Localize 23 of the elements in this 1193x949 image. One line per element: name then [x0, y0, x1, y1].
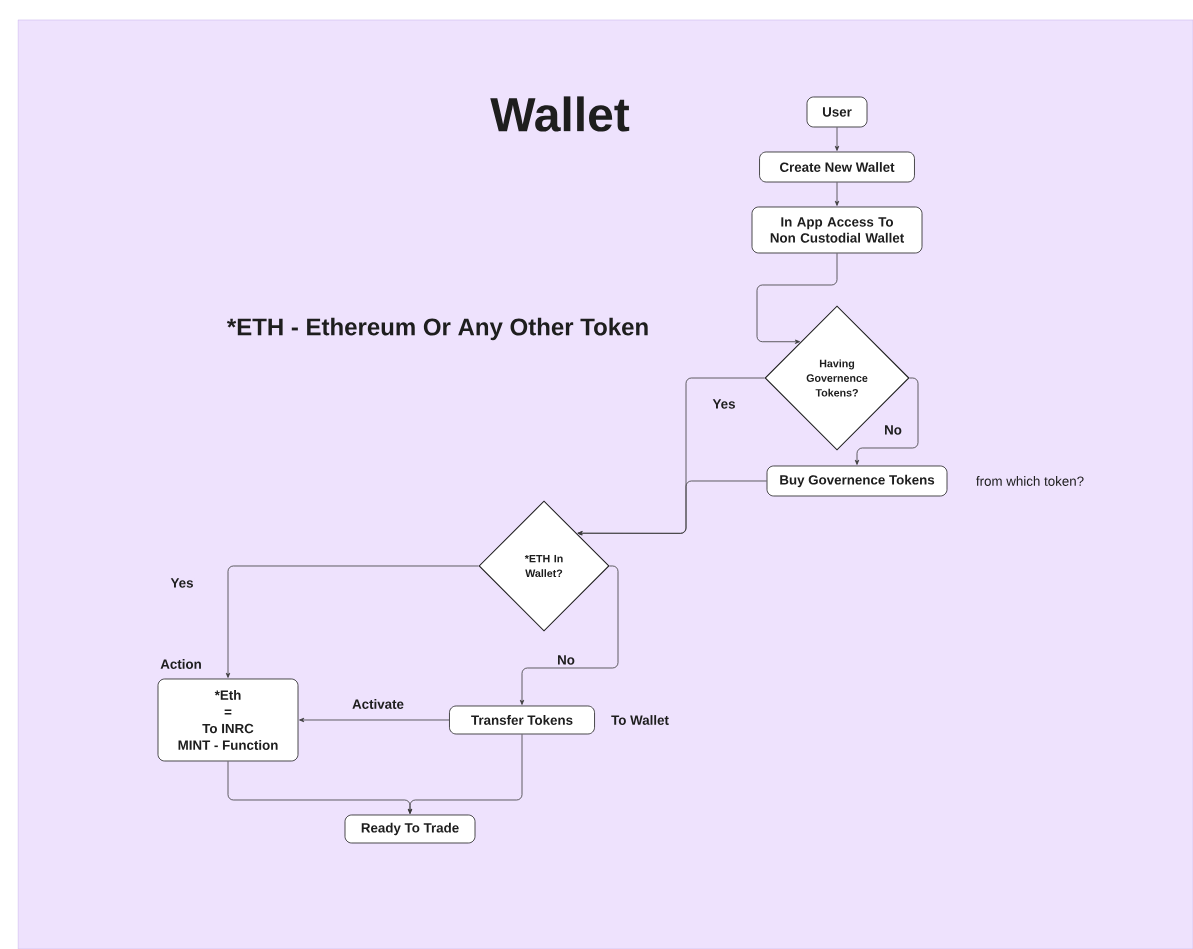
process-box: Create New Wallet [759, 151, 915, 183]
heading-note: *ETH - Ethereum Or Any Other Token [226, 317, 648, 341]
process-box: User [806, 96, 868, 128]
arrow [834, 127, 840, 151]
process-box: Transfer Tokens [449, 705, 595, 735]
arrow [577, 480, 767, 536]
arrow [299, 717, 450, 723]
edge-label: Yes [169, 577, 195, 589]
edge-label: Yes [711, 398, 737, 410]
process-box: Buy Governence Tokens [766, 465, 948, 497]
process-box: Ready To Trade [344, 814, 476, 844]
edge-label: No [882, 424, 904, 436]
process-box: In App Access To Non Custodial Wallet [751, 206, 923, 254]
edge-label: No [555, 654, 577, 666]
arrow [756, 253, 838, 344]
arrow [225, 565, 479, 678]
arrow [407, 734, 523, 814]
side-note: To Wallet [611, 715, 669, 725]
side-note: Action [160, 659, 201, 669]
process-box: *Eth = To INRC MINT - Function [157, 678, 299, 762]
side-note: from which token? [976, 476, 1084, 486]
arrow [834, 182, 840, 206]
title: Wallet [490, 96, 630, 132]
